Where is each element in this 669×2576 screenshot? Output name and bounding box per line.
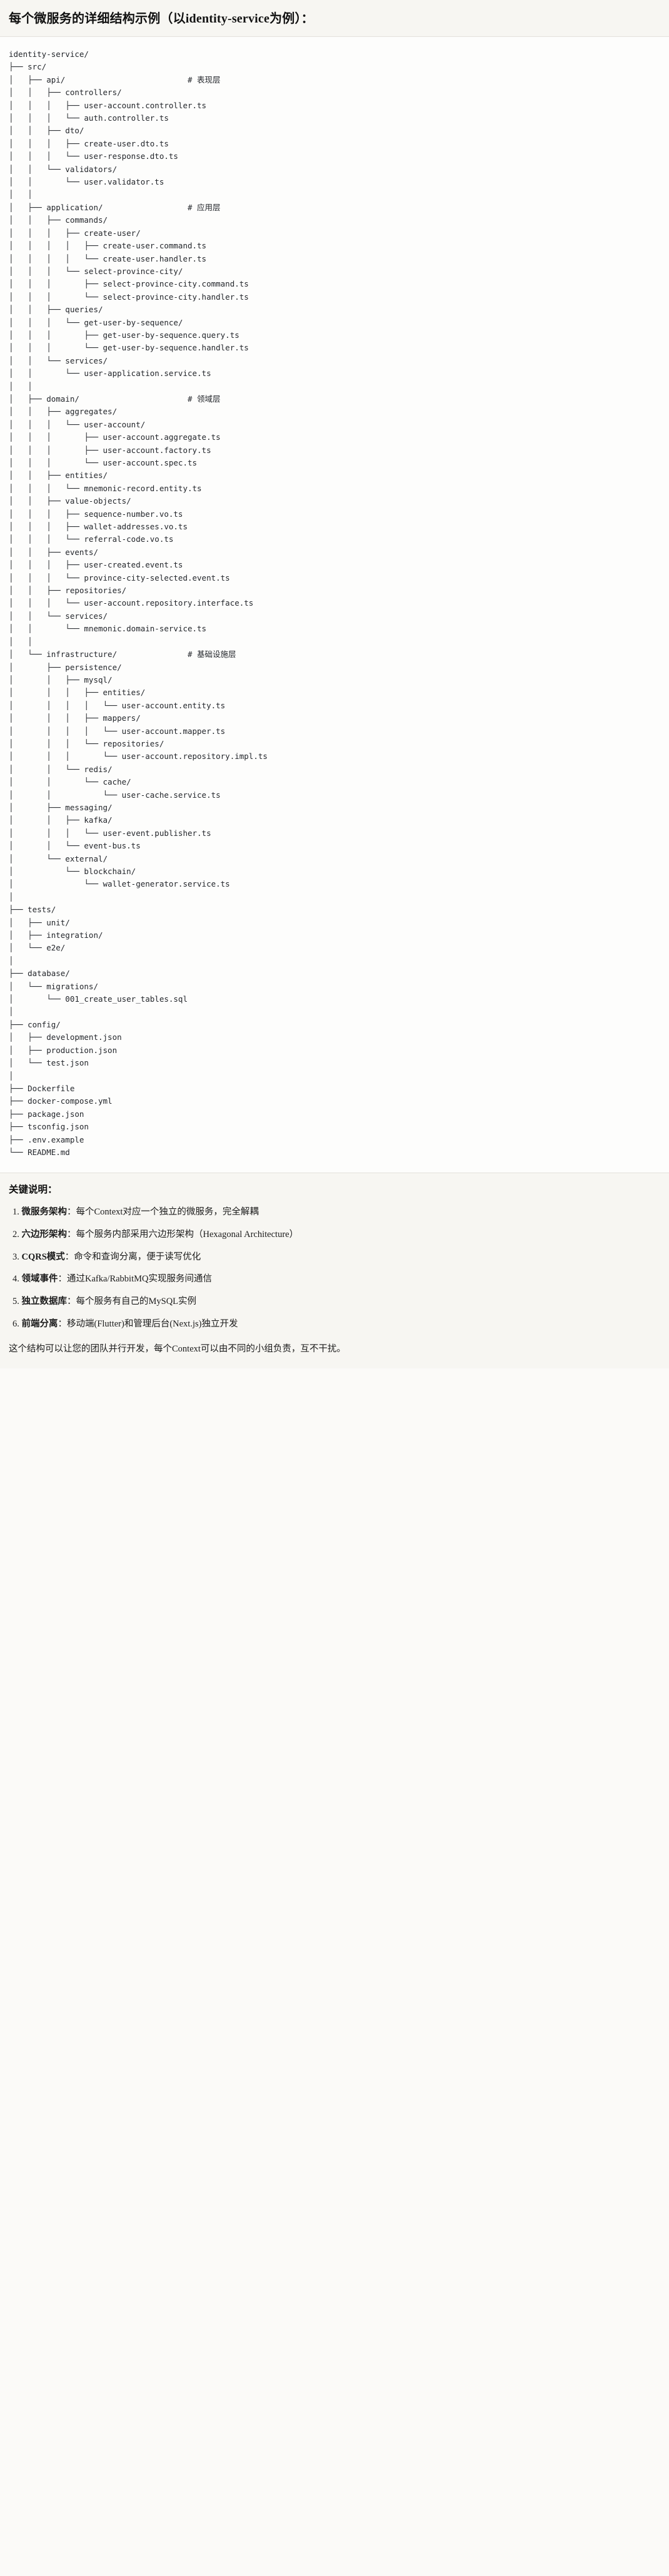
- key-note-term: 领域事件: [21, 1274, 58, 1285]
- key-note-item: 5. 独立数据库：每个服务有自己的MySQL实例: [11, 1295, 660, 1309]
- key-note-separator: ：: [67, 1296, 76, 1307]
- key-note-term: 六边形架构: [21, 1229, 68, 1240]
- directory-tree: identity-service/ ├── src/ │ ├── api/ # …: [9, 49, 268, 1157]
- key-note-separator: ：: [67, 1229, 76, 1240]
- key-note-term: 前端分离: [21, 1318, 58, 1329]
- key-note-separator: ：: [58, 1318, 68, 1329]
- key-note-number: 4.: [13, 1274, 22, 1285]
- title-divider: [0, 36, 669, 37]
- key-note-text: 每个Context对应一个独立的微服务，完全解耦: [76, 1207, 259, 1218]
- key-note-item: 4. 领域事件：通过Kafka/RabbitMQ实现服务间通信: [11, 1273, 660, 1286]
- key-note-separator: ：: [58, 1274, 68, 1285]
- key-note-item: 3. CQRS模式：命令和查询分离，便于读写优化: [11, 1251, 660, 1265]
- key-note-term: 微服务架构: [21, 1207, 68, 1218]
- key-note-term: CQRS模式: [21, 1251, 65, 1262]
- closing-paragraph: 这个结构可以让您的团队并行开发，每个Context可以由不同的小组负责，互不干扰…: [9, 1343, 346, 1354]
- key-note-number: 3.: [13, 1251, 22, 1262]
- key-notes-heading: 关键说明：: [9, 1184, 58, 1196]
- key-note-number: 5.: [13, 1296, 22, 1307]
- key-note-separator: ：: [64, 1251, 74, 1262]
- key-note-number: 2.: [13, 1229, 22, 1240]
- key-note-item: 1. 微服务架构：每个Context对应一个独立的微服务，完全解耦: [11, 1206, 660, 1219]
- key-note-text: 每个服务内部采用六边形架构（Hexagonal Architecture）: [76, 1229, 299, 1240]
- key-note-text: 通过Kafka/RabbitMQ实现服务间通信: [67, 1274, 212, 1285]
- key-note-separator: ：: [67, 1207, 76, 1218]
- key-note-text: 命令和查询分离，便于读写优化: [74, 1251, 201, 1262]
- key-note-text: 移动端(Flutter)和管理后台(Next.js)独立开发: [67, 1318, 238, 1329]
- page-title: 每个微服务的详细结构示例（以identity-service为例）：: [0, 0, 669, 36]
- document-page: 每个微服务的详细结构示例（以identity-service为例）： ident…: [0, 0, 669, 1369]
- key-note-text: 每个服务有自己的MySQL实例: [76, 1296, 197, 1307]
- key-note-item: 6. 前端分离：移动端(Flutter)和管理后台(Next.js)独立开发: [11, 1318, 660, 1331]
- key-note-term: 独立数据库: [21, 1296, 68, 1307]
- key-note-number: 6.: [13, 1318, 22, 1329]
- key-note-item: 2. 六边形架构：每个服务内部采用六边形架构（Hexagonal Archite…: [11, 1228, 660, 1242]
- key-note-number: 1.: [13, 1207, 22, 1218]
- directory-tree-block: identity-service/ ├── src/ │ ├── api/ # …: [0, 37, 669, 1173]
